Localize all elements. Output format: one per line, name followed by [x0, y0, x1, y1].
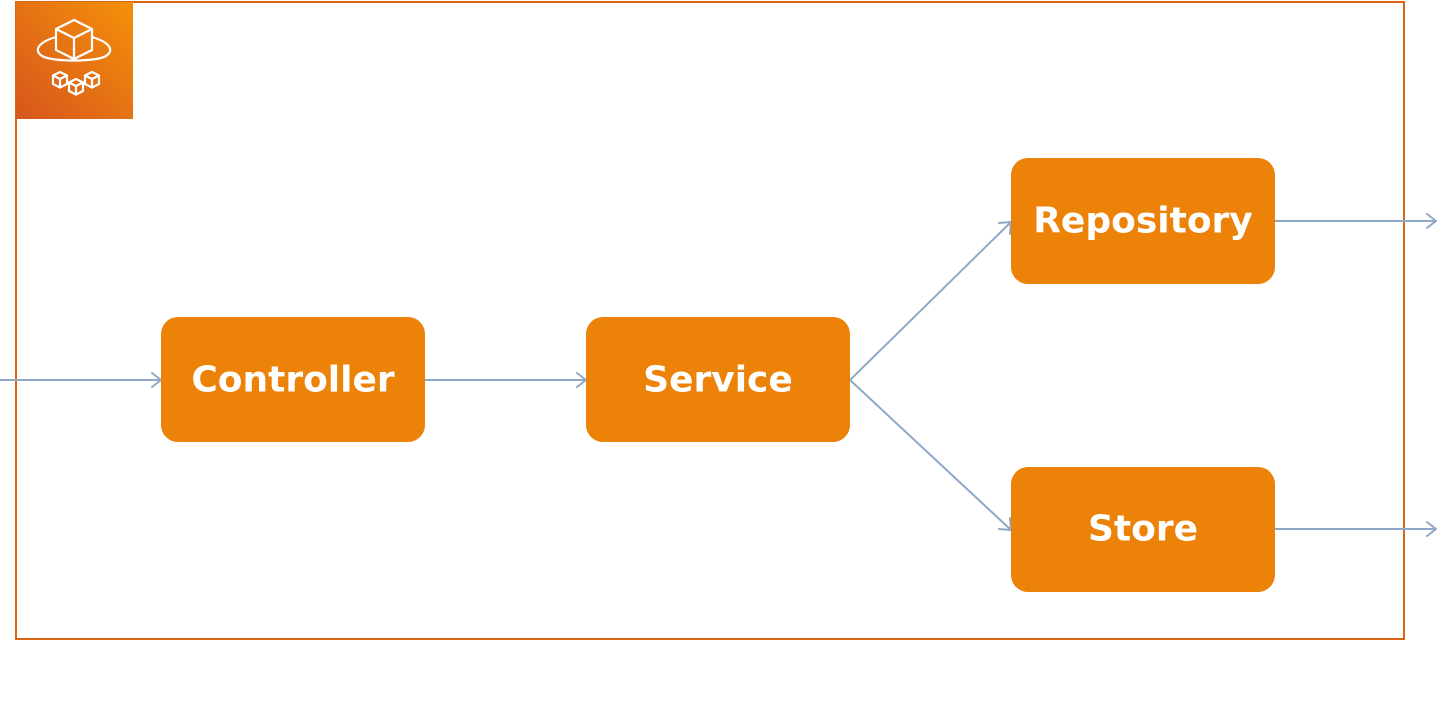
arrow-out-of-repository [1274, 213, 1437, 229]
aws-service-cubes-icon [16, 2, 133, 119]
controller-label: Controller [191, 360, 395, 401]
service-label: Service [643, 360, 793, 401]
arrow-service-to-store [849, 379, 1012, 531]
arrow-out-of-store [1274, 521, 1437, 537]
arrow-service-to-repository [849, 221, 1012, 381]
store-label: Store [1088, 509, 1198, 550]
repository-node: Repository [1011, 158, 1275, 284]
service-node: Service [586, 317, 850, 442]
repository-label: Repository [1033, 201, 1253, 242]
group-frame [15, 1, 1405, 640]
arrow-into-controller [0, 372, 162, 388]
arrow-controller-to-service [424, 372, 587, 388]
store-node: Store [1011, 467, 1275, 592]
controller-node: Controller [161, 317, 425, 442]
